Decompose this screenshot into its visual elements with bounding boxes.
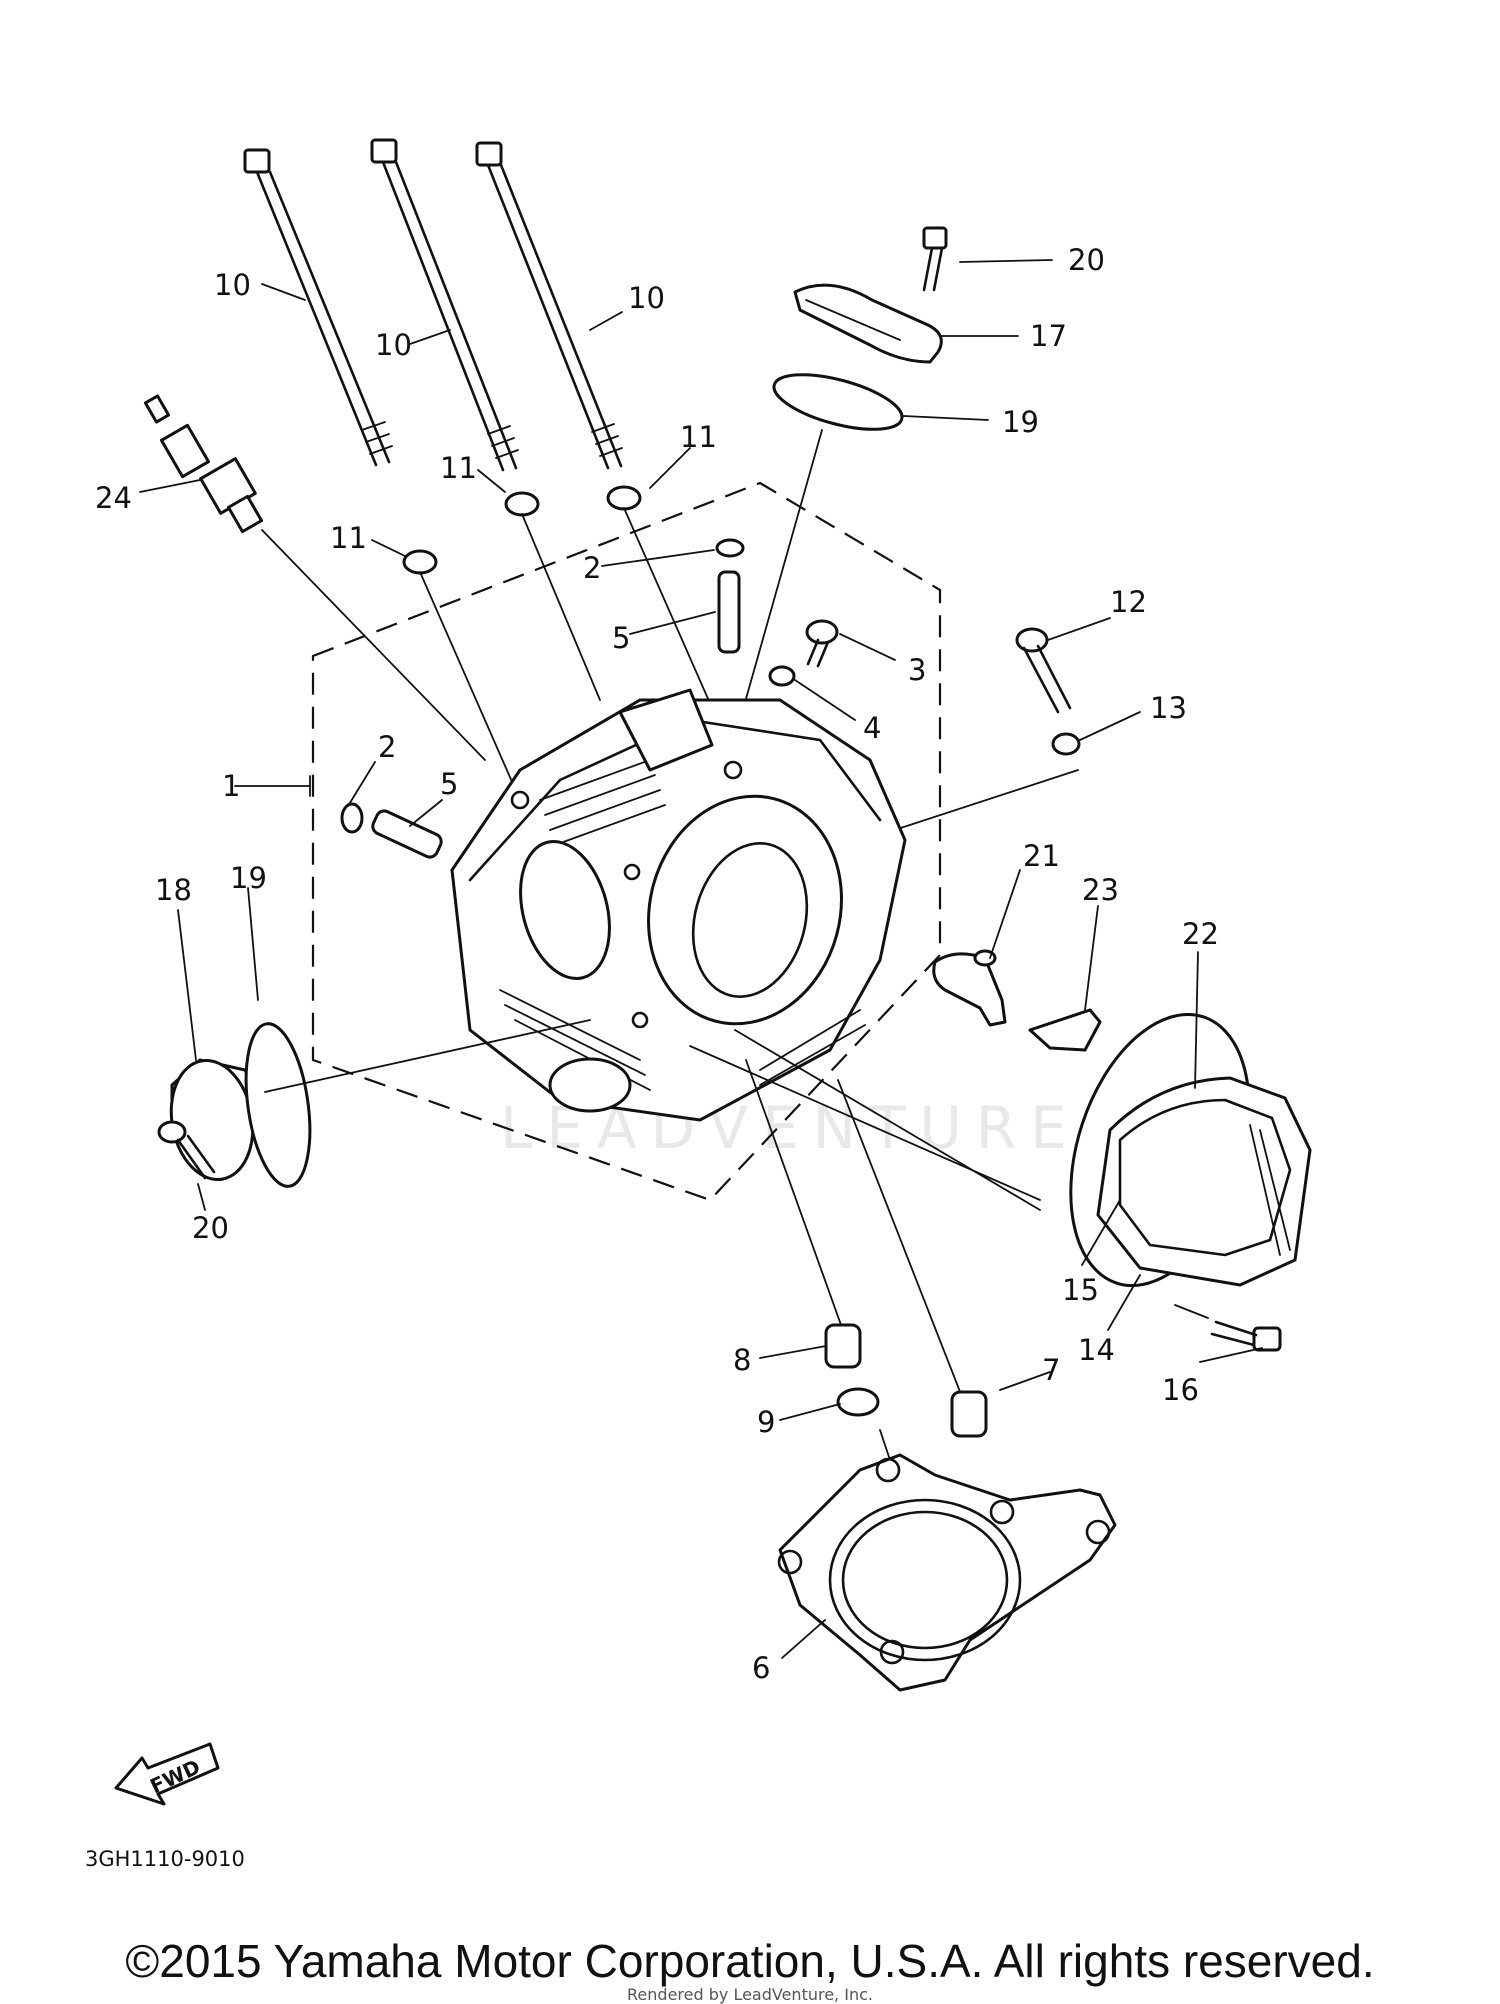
rendered-by-credit: Rendered by LeadVenture, Inc. xyxy=(627,1985,873,2004)
bolt-3 xyxy=(805,619,839,668)
gasket-6 xyxy=(777,1453,1117,1692)
callout-24: 24 xyxy=(95,481,132,515)
cover-14 xyxy=(1096,1076,1312,1287)
callout-17: 17 xyxy=(1030,319,1067,353)
bolt-20-top xyxy=(922,226,948,292)
stud-bolt-right xyxy=(475,141,623,470)
callout-5-upper: 5 xyxy=(612,621,630,655)
callout-2-upper: 2 xyxy=(583,551,601,585)
valve-guide-upper xyxy=(717,570,741,654)
washer-11-c xyxy=(606,485,642,511)
callout-18: 18 xyxy=(155,873,192,907)
callout-1: 1 xyxy=(222,769,240,803)
callout-11-left: 11 xyxy=(330,521,367,555)
stud-bolt-left xyxy=(243,148,393,467)
cylinder-head xyxy=(450,688,907,1122)
drawing-code: 3GH1110-9010 xyxy=(85,1847,245,1871)
callout-12: 12 xyxy=(1110,585,1147,619)
o-ring-9 xyxy=(836,1387,880,1417)
callout-5-lower: 5 xyxy=(440,767,458,801)
o-ring-upper xyxy=(715,538,745,558)
callout-11-right: 11 xyxy=(680,420,717,454)
washer-11-a xyxy=(402,549,438,575)
o-ring-lower xyxy=(340,802,364,834)
stud-bolt-middle xyxy=(370,138,519,472)
washer-4 xyxy=(768,665,796,687)
callout-7: 7 xyxy=(1042,1353,1060,1387)
callout-10-right: 10 xyxy=(628,281,665,315)
callout-23: 23 xyxy=(1082,873,1119,907)
callout-19-top: 19 xyxy=(1002,405,1039,439)
callout-10-left: 10 xyxy=(214,268,251,302)
callout-20-left: 20 xyxy=(192,1211,229,1245)
spark-plug xyxy=(143,394,264,534)
dowel-pin-7 xyxy=(950,1390,988,1438)
callout-4: 4 xyxy=(863,711,881,745)
valve-guide-lower xyxy=(371,809,443,859)
leader-lines xyxy=(139,259,1263,1659)
callout-3: 3 xyxy=(908,653,926,687)
bolt-20-left xyxy=(157,1120,216,1180)
bracket-21 xyxy=(932,949,1007,1027)
bolt-12 xyxy=(1015,627,1072,714)
washer-11-b xyxy=(504,491,540,517)
callout-2-lower: 2 xyxy=(378,730,396,764)
copyright-notice: ©2015 Yamaha Motor Corporation, U.S.A. A… xyxy=(125,1935,1375,1987)
callout-19-left: 19 xyxy=(230,861,267,895)
callout-20-top: 20 xyxy=(1068,243,1105,277)
o-ring-19-top xyxy=(772,373,904,431)
callout-16: 16 xyxy=(1162,1373,1199,1407)
fwd-arrow: FWD xyxy=(114,1742,220,1806)
callout-9: 9 xyxy=(757,1405,775,1439)
plate-23 xyxy=(1028,1008,1102,1052)
bolt-16 xyxy=(1210,1320,1282,1352)
callout-10-middle: 10 xyxy=(375,328,412,362)
callout-11-middle: 11 xyxy=(440,451,477,485)
washer-13 xyxy=(1051,732,1081,756)
cover-18 xyxy=(169,1058,267,1181)
callout-8: 8 xyxy=(733,1343,751,1377)
callout-13: 13 xyxy=(1150,691,1187,725)
callout-15: 15 xyxy=(1062,1273,1099,1307)
callout-22: 22 xyxy=(1182,917,1219,951)
dowel-pin-8 xyxy=(824,1323,862,1369)
callout-21: 21 xyxy=(1023,839,1060,873)
callout-14: 14 xyxy=(1078,1333,1115,1367)
callout-6: 6 xyxy=(752,1651,770,1685)
cap-17 xyxy=(793,283,943,364)
o-ring-19-left xyxy=(244,1022,312,1188)
assembly-boundary xyxy=(311,481,942,1202)
